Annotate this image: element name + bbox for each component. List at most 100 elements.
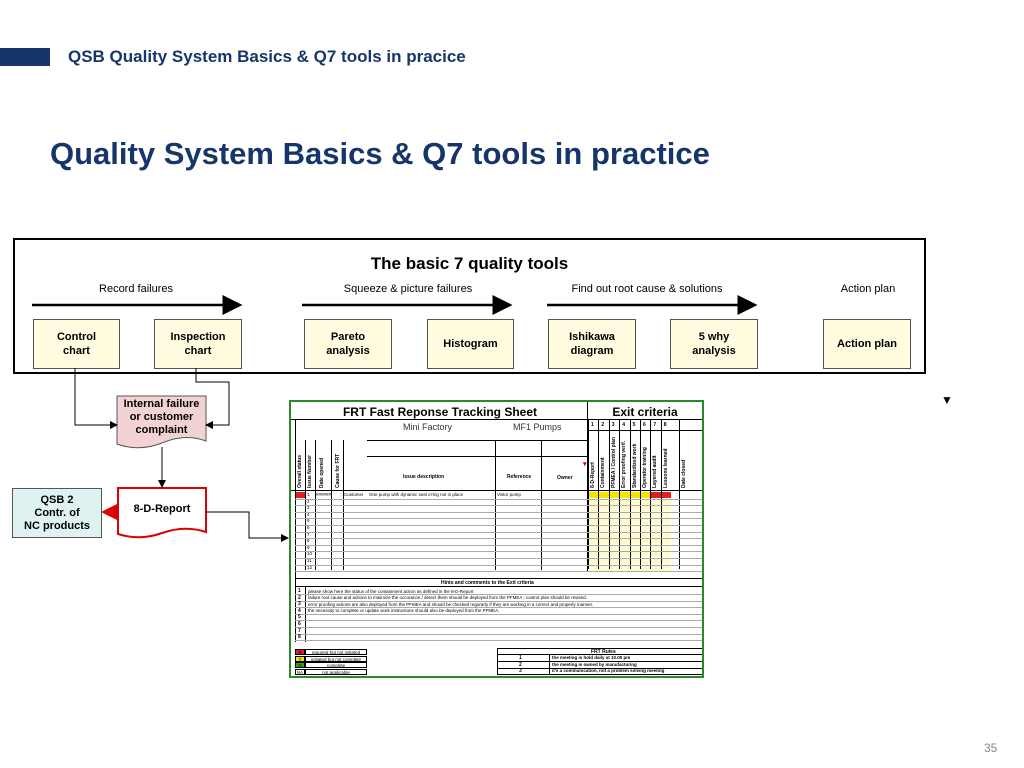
grid-line	[295, 633, 702, 635]
row-number: 5	[307, 518, 310, 524]
grid-line	[343, 440, 344, 490]
marker-triangle: ▼	[941, 393, 953, 407]
hint-number-1: 1	[298, 588, 301, 594]
sheet-vheader-2: Date opened	[319, 457, 325, 488]
exit-empty-cell	[589, 506, 599, 512]
row-number: 4	[307, 511, 310, 517]
legend-code-2: G	[295, 662, 305, 668]
hint-number-6: 6	[298, 621, 301, 627]
exit-empty-cell	[609, 499, 620, 505]
sheet-header-owner: Owner	[557, 475, 573, 481]
grid-line	[295, 544, 702, 546]
sheet-vheader-0: Overall status	[297, 454, 303, 488]
grid-line	[295, 505, 702, 507]
connector-8d-sheet	[206, 511, 289, 542]
grid-line	[295, 578, 702, 579]
exit-empty-cell	[651, 512, 661, 518]
row-number: 12	[307, 564, 313, 570]
exit-empty-cell	[599, 532, 609, 538]
tool-inspection-chart: Inspection chart	[154, 319, 242, 369]
exit-number-6: 6	[643, 422, 646, 428]
rule-text-3: it's a communication, not a problem solv…	[552, 668, 665, 673]
legend-text-3: not applicable	[305, 668, 367, 675]
exit-empty-cell	[661, 565, 672, 571]
quality-tools-title: The basic 7 quality tools	[370, 254, 569, 273]
exit-empty-cell	[651, 545, 661, 551]
exit-empty-cell	[589, 565, 599, 571]
tool-ishikawa-diagram: Ishikawa diagram	[548, 319, 636, 369]
sheet-header-reference: Reference	[507, 474, 532, 480]
grid-line	[497, 654, 702, 655]
hint-number-4: 4	[298, 607, 301, 614]
grid-line	[295, 627, 702, 628]
legend-text-2: complete	[305, 662, 367, 668]
tool-control-chart: Control chart	[33, 319, 120, 369]
exit-empty-cell	[589, 526, 599, 531]
grid-line	[295, 600, 702, 602]
grid-line	[650, 419, 652, 569]
rule-number-1: 1	[519, 655, 522, 661]
grid-line	[495, 440, 496, 570]
grid-line	[295, 538, 702, 540]
exit-empty-cell	[609, 526, 620, 531]
row-number: 7	[307, 531, 310, 537]
row-number: 9	[307, 544, 310, 550]
exit-empty-cell	[609, 519, 620, 525]
exit-empty-cell	[620, 552, 630, 558]
grid-line	[587, 440, 588, 570]
grid-line	[497, 648, 702, 649]
exit-empty-cell	[630, 519, 640, 525]
grid-line	[598, 419, 600, 569]
grid-line	[367, 440, 587, 441]
grid-line	[679, 419, 681, 569]
sheet-exit-title: Exit criteria	[612, 405, 678, 419]
grid-line	[331, 440, 332, 570]
page-title: Quality System Basics & Q7 tools in prac…	[50, 136, 710, 171]
grid-line	[295, 558, 702, 559]
exit-status-cell	[599, 492, 609, 498]
grid-line	[295, 525, 702, 526]
exit-empty-cell	[651, 526, 661, 531]
row-number: 6	[307, 525, 310, 530]
hint-text-3: error proofing actions are also deployed…	[308, 601, 594, 607]
row-number: 11	[307, 558, 312, 563]
hint-number-5: 5	[298, 614, 301, 621]
grid-line	[295, 571, 702, 573]
exit-empty-cell	[589, 539, 599, 545]
exit-empty-cell	[599, 545, 609, 551]
frt-tracking-sheet: FRT Fast Reponse Tracking Sheet Exit cri…	[289, 400, 704, 678]
exit-empty-cell	[661, 526, 672, 531]
grid-line	[608, 419, 610, 569]
rule-text-2: the meeting is owned by manufacturing	[552, 661, 637, 667]
report-label: 8-D-Report	[133, 503, 191, 515]
exit-status-cell	[661, 492, 672, 498]
header-accent-bar	[0, 48, 50, 66]
exit-empty-cell	[661, 519, 672, 525]
legend-text-0: required but not initiated	[305, 649, 367, 655]
tool-action-plan: Action plan	[823, 319, 911, 369]
grid-line	[295, 511, 702, 513]
exit-empty-cell	[661, 499, 672, 505]
hint-text-4: the necessity to complete or update work…	[308, 608, 500, 614]
exit-empty-cell	[609, 512, 620, 518]
exit-empty-cell	[609, 565, 620, 571]
legend-code-3: NA	[295, 668, 305, 675]
grid-line	[497, 667, 702, 669]
exit-header-4: Standardized work	[631, 443, 638, 488]
exit-empty-cell	[630, 526, 640, 531]
exit-empty-cell	[651, 552, 661, 558]
exit-status-cell	[620, 492, 630, 498]
grid-line	[295, 620, 702, 622]
row-1-cause: Customer	[344, 492, 364, 497]
exit-empty-cell	[661, 545, 672, 551]
exit-number-4: 4	[622, 422, 625, 428]
grid-line	[497, 661, 702, 662]
exit-number-7: 7	[653, 422, 657, 428]
rule-number-2: 2	[519, 661, 522, 668]
grid-line	[660, 419, 662, 569]
exit-empty-cell	[599, 499, 609, 505]
exit-empty-cell	[589, 552, 599, 558]
sheet-vheader-3: Cause for FRT	[335, 453, 341, 488]
row-number: 10	[307, 551, 313, 557]
exit-number-3: 3	[611, 422, 615, 428]
